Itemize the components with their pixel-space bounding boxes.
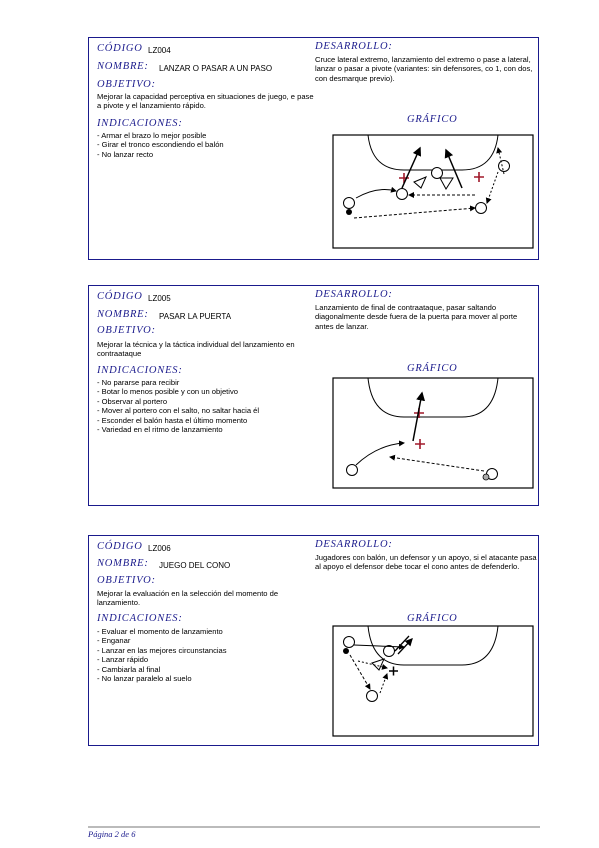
name-label: NOMBRE:: [97, 309, 149, 320]
indication-item: - No pararse para recibir: [97, 378, 180, 387]
page-footer: Página 2 de 6: [88, 829, 136, 839]
objective-text: Mejorar la evaluación en la selección de…: [97, 589, 279, 608]
development-label: DESARROLLO:: [315, 289, 393, 300]
development-label: DESARROLLO:: [315, 41, 393, 52]
indications-list: - Evaluar el momento de lanzamiento - En…: [97, 627, 227, 683]
indications-label: INDICACIONES:: [97, 365, 183, 376]
development-label: DESARROLLO:: [315, 539, 393, 550]
indication-item: - Observar al portero: [97, 396, 168, 406]
name-label: NOMBRE:: [97, 61, 149, 72]
objective-text: Mejorar la capacidad perceptiva en situa…: [97, 92, 314, 111]
indication-item: - Lanzar en las mejores circunstancias: [97, 645, 227, 655]
court-diagram: [332, 377, 534, 489]
indications-label: INDICACIONES:: [97, 118, 183, 129]
indication-item: - Armar el brazo lo mejor posible: [97, 131, 207, 140]
indication-item: - Girar el tronco escondiendo el balón: [97, 140, 224, 150]
code-value: LZ005: [148, 294, 171, 303]
objective-label: OBJETIVO:: [97, 79, 156, 90]
indication-item: - Enganar: [97, 636, 131, 646]
indication-item: - Variedad en el ritmo de lanzamiento: [97, 425, 223, 435]
code-label: CÓDIGO: [97, 541, 143, 552]
name-value: LANZAR O PASAR A UN PASO: [159, 64, 273, 73]
indication-item: - Cambiarla al final: [97, 664, 161, 674]
exercise-card-lz006: CÓDIGO LZ006 NOMBRE: JUEGO DEL CONO OBJE…: [88, 535, 539, 746]
name-value: PASAR LA PUERTA: [159, 312, 232, 321]
name-value: JUEGO DEL CONO: [159, 561, 231, 570]
indication-item: - Botar lo menos posible y con un objeti…: [97, 387, 238, 397]
indication-item: - Lanzar rápido: [97, 655, 149, 665]
code-label: CÓDIGO: [97, 43, 143, 54]
indication-item: - Mover al portero con el salto, no salt…: [97, 406, 260, 416]
exercise-card-lz004: CÓDIGO LZ004 NOMBRE: LANZAR O PASAR A UN…: [88, 37, 539, 260]
indications-list: - No pararse para recibir - Botar lo men…: [97, 378, 259, 434]
indication-item: - Esconder el balón hasta el último mome…: [97, 415, 248, 425]
objective-label: OBJETIVO:: [97, 325, 156, 336]
code-value: LZ004: [148, 46, 171, 55]
indications-list: - Armar el brazo lo mejor posible - Gira…: [97, 131, 224, 159]
indication-item: - No lanzar recto: [97, 149, 154, 159]
court-diagram: [332, 625, 534, 737]
footer-divider: [88, 826, 540, 828]
development-text: Cruce lateral extremo, lanzamiento del e…: [315, 55, 533, 83]
graphic-label: GRÁFICO: [407, 363, 458, 374]
indication-item: - Evaluar el momento de lanzamiento: [97, 627, 223, 636]
court-diagram: [332, 134, 534, 249]
objective-label: OBJETIVO:: [97, 575, 156, 586]
objective-text: Mejorar la técnica y la táctica individu…: [97, 340, 295, 359]
development-text: Lanzamiento de final de contraataque, pa…: [315, 303, 518, 331]
name-label: NOMBRE:: [97, 558, 149, 569]
indication-item: - No lanzar paralelo al suelo: [97, 674, 192, 684]
exercise-card-lz005: CÓDIGO LZ005 NOMBRE: PASAR LA PUERTA OBJ…: [88, 285, 539, 506]
development-text: Jugadores con balón, un defensor y un ap…: [315, 553, 537, 572]
indications-label: INDICACIONES:: [97, 613, 183, 624]
graphic-label: GRÁFICO: [407, 613, 458, 624]
code-label: CÓDIGO: [97, 291, 143, 302]
code-value: LZ006: [148, 544, 171, 553]
graphic-label: GRÁFICO: [407, 114, 458, 125]
